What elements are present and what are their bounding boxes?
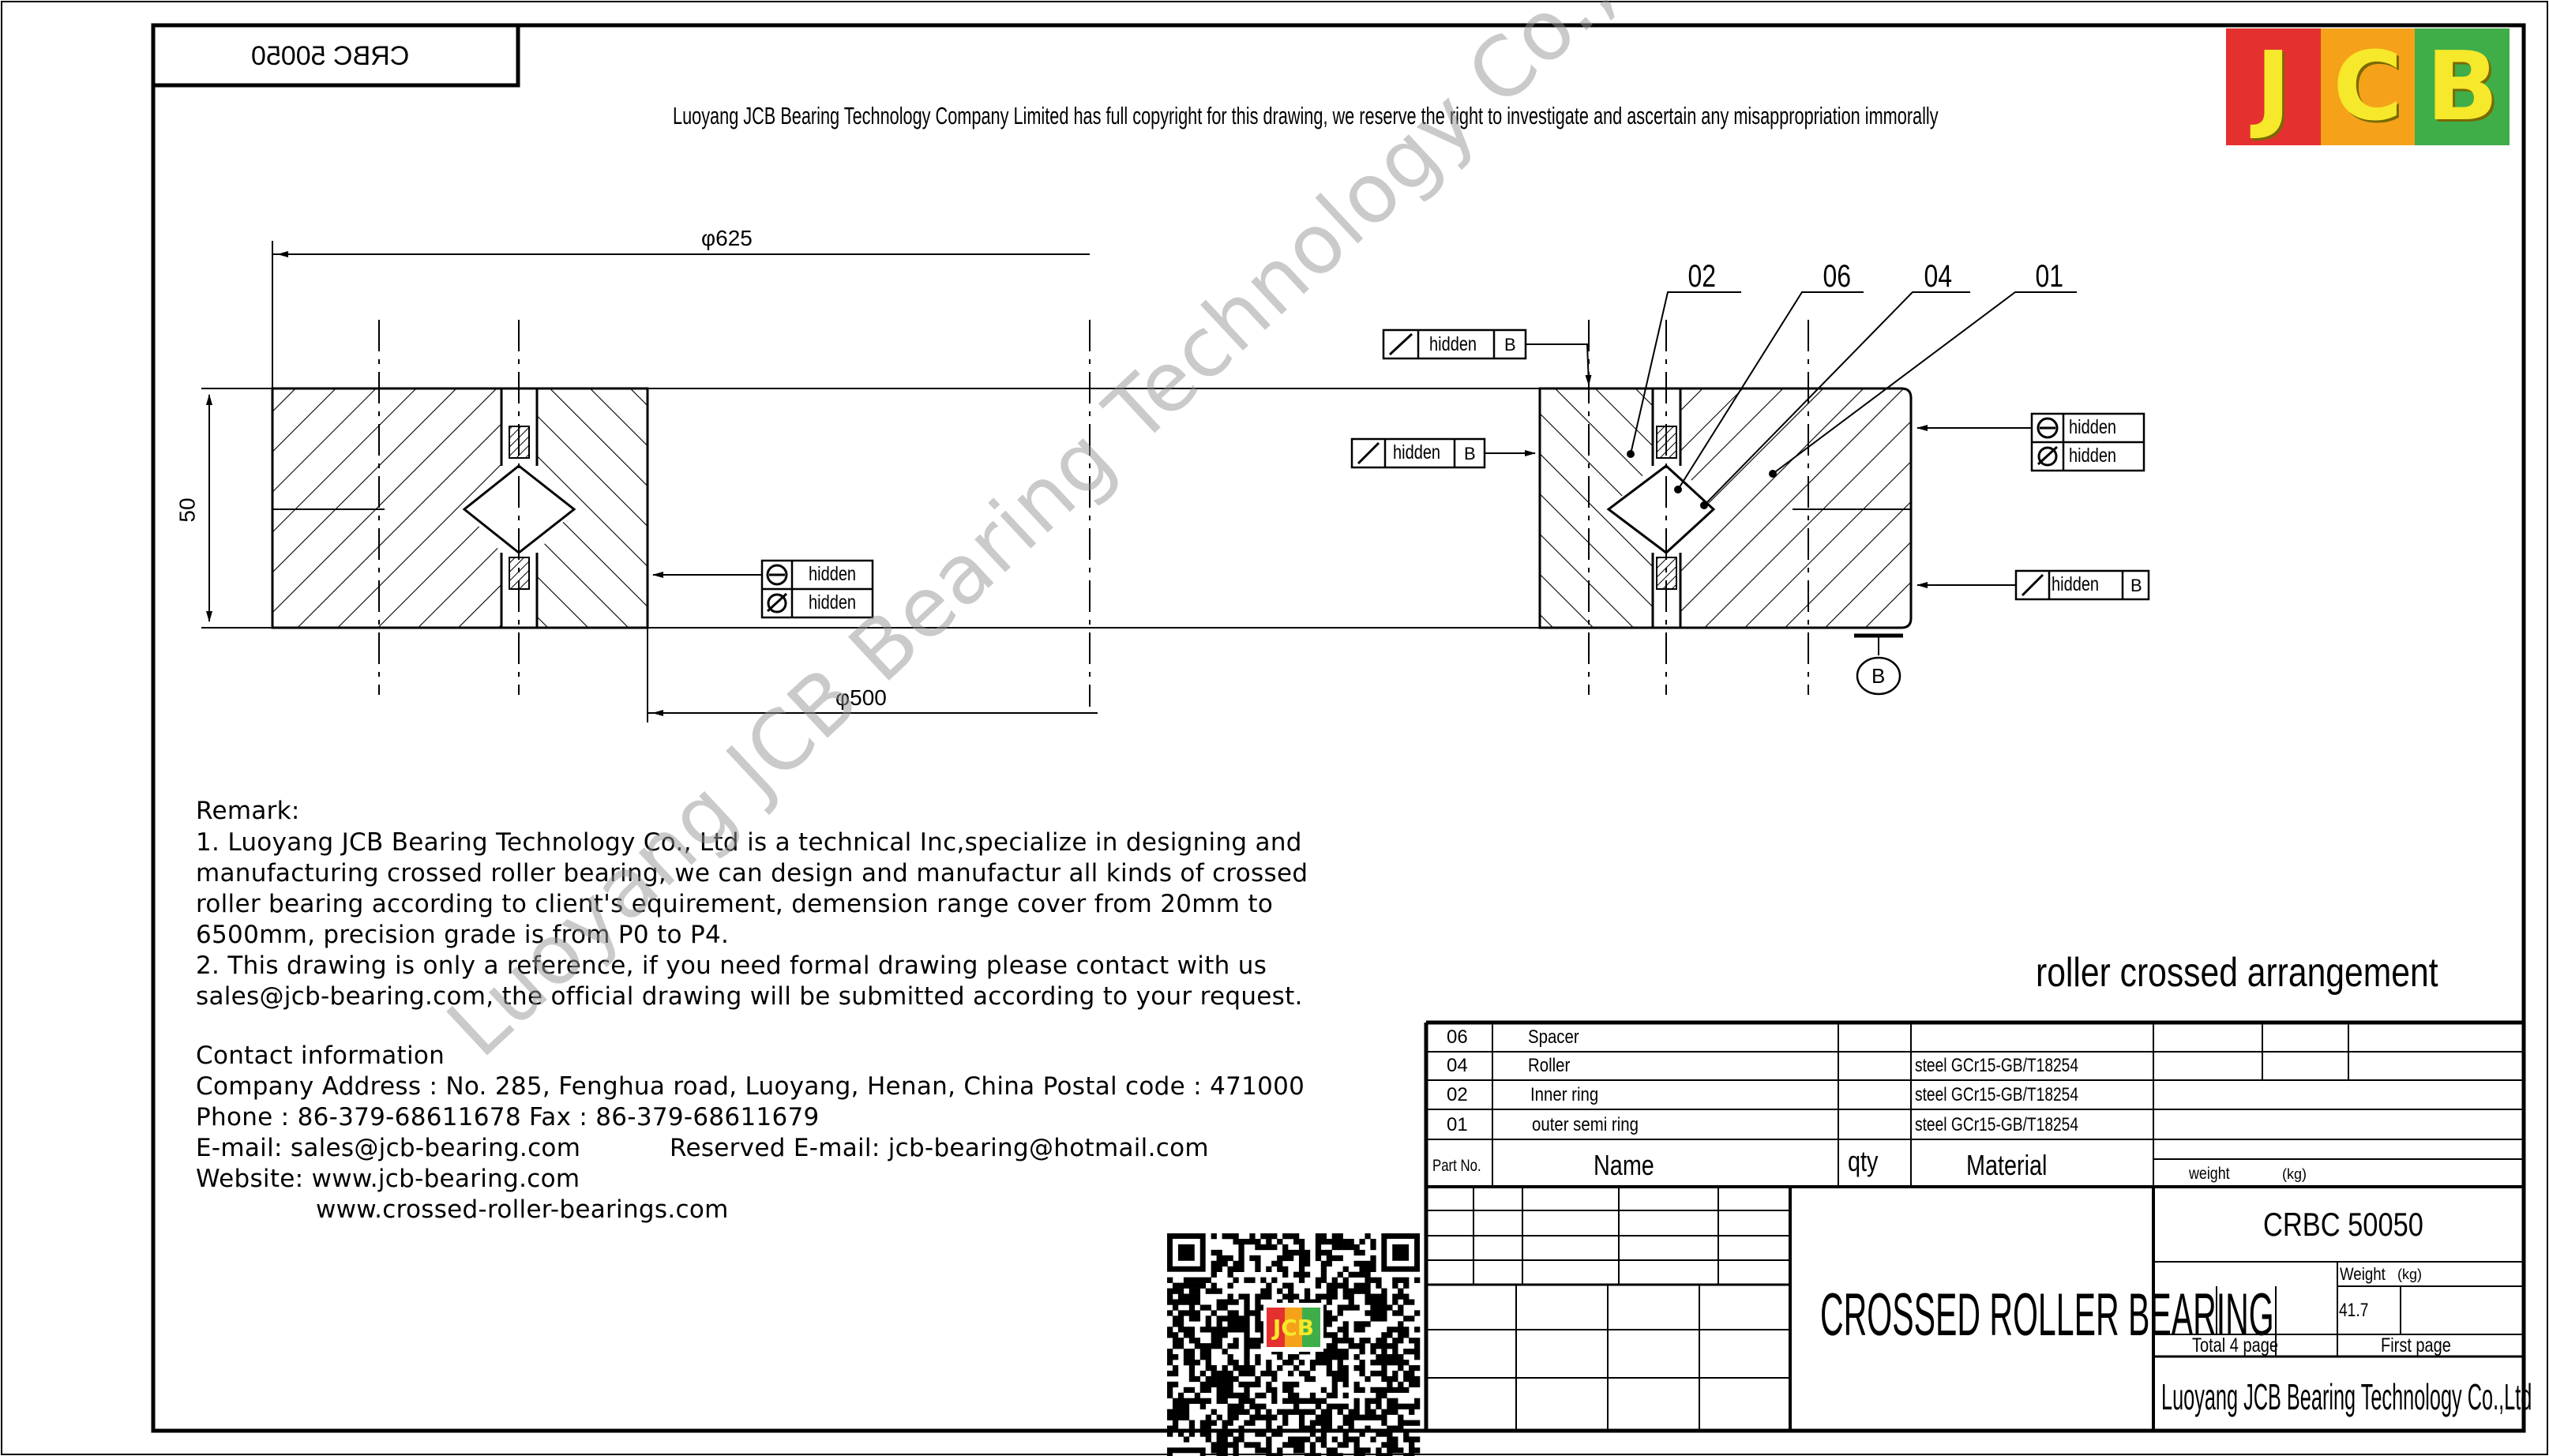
part-row-1-no: 06 <box>1447 1026 1468 1048</box>
part-row-2-no: 04 <box>1447 1055 1468 1076</box>
tol-top-datum: B <box>1504 335 1516 355</box>
total-pages: Total 4 page <box>2192 1334 2278 1357</box>
tol-pair-left-1: hidden <box>809 563 857 585</box>
remark-line-5: 2. This drawing is only a reference, if … <box>196 951 1267 980</box>
remark-line-6: sales@jcb-bearing.com, the official draw… <box>196 982 1303 1011</box>
part-row-3-material: steel GCr15-GB/T18254 <box>1915 1084 2079 1105</box>
tol-top-label: hidden <box>1429 333 1477 355</box>
tol-frame-top <box>1382 328 1592 386</box>
contact-phone: Phone : 86-379-68611678 Fax : 86-379-686… <box>196 1103 820 1131</box>
dim-outer-diameter: φ625 <box>701 226 753 250</box>
part-row-3-no: 02 <box>1447 1084 1468 1105</box>
copyright-notice: Luoyang JCB Bearing Technology Company L… <box>673 102 1939 129</box>
part-row-2-material: steel GCr15-GB/T18254 <box>1915 1055 2079 1076</box>
model-number: CRBC 50050 <box>2263 1206 2423 1243</box>
remark-line-3: roller bearing according to client's equ… <box>196 890 1274 918</box>
callout-01: 01 <box>2035 259 2064 294</box>
header-weight-unit: (kg) <box>2282 1166 2307 1182</box>
part-code-stamp: CRBC 50050 <box>251 41 410 71</box>
part-row-4-material: steel GCr15-GB/T18254 <box>1915 1114 2079 1135</box>
right-section <box>1538 320 1913 695</box>
first-page: First page <box>2381 1334 2451 1357</box>
jcb-logo: J C B <box>2226 28 2510 145</box>
callout-02: 02 <box>1687 259 1717 294</box>
datum-b-label: B <box>1871 664 1886 688</box>
part-row-2-name: Roller <box>1528 1055 1571 1076</box>
contact-website: Website: www.jcb-bearing.com <box>196 1165 580 1193</box>
header-part-no: Part No. <box>1432 1157 1481 1175</box>
part-code-stamp-frame <box>151 23 520 88</box>
tolerance-pair-right <box>1916 412 2145 472</box>
part-row-1-name: Spacer <box>1528 1026 1579 1048</box>
part-row-4-no: 01 <box>1447 1114 1468 1135</box>
callout-04: 04 <box>1924 259 1953 294</box>
part-row-4-name: outer semi ring <box>1532 1114 1639 1135</box>
contact-email: E-mail: sales@jcb-bearing.com <box>196 1134 581 1162</box>
logo-tile-c: C <box>2320 28 2416 145</box>
left-section <box>271 320 1091 707</box>
product-type: CROSSED ROLLER BEARING <box>1820 1282 2274 1349</box>
qr-center-logo: JCB <box>1263 1303 1323 1352</box>
qr-code <box>1167 1233 1421 1456</box>
tol-frame-bottom <box>1916 569 2150 601</box>
remark-heading: Remark: <box>196 797 300 825</box>
arrangement-label: roller crossed arrangement <box>2036 950 2438 996</box>
contact-heading: Contact information <box>196 1041 445 1070</box>
tol-pair-left-2: hidden <box>809 591 857 614</box>
contact-reserved-email: Reserved E-mail: jcb-bearing@hotmail.com <box>670 1134 1209 1162</box>
logo-tile-b: B <box>2415 28 2510 145</box>
weight-value: 41.7 <box>2339 1300 2369 1321</box>
tol-mid-datum: B <box>1464 444 1476 463</box>
weight-label: Weight <box>2340 1264 2386 1284</box>
logo-tile-j: J <box>2226 28 2321 145</box>
callout-06: 06 <box>1823 259 1852 294</box>
weight-unit: (kg) <box>2397 1266 2422 1282</box>
tol-pair-right-2: hidden <box>2069 445 2117 467</box>
tol-bottom-label: hidden <box>2052 573 2100 595</box>
header-material: Material <box>1966 1149 2048 1181</box>
remark-line-1: 1. Luoyang JCB Bearing Technology Co., L… <box>196 828 1302 857</box>
contact-website-2: www.crossed-roller-bearings.com <box>316 1195 729 1224</box>
tol-pair-right-1: hidden <box>2069 416 2117 438</box>
parts-table-grid <box>1424 1020 2524 1431</box>
dim-inner-diameter: φ500 <box>835 685 887 710</box>
header-weight: weight <box>2189 1165 2230 1183</box>
company-name: Luoyang JCB Bearing Technology Co.,Ltd <box>2161 1376 2532 1417</box>
remark-line-2: manufacturing crossed roller bearing, we… <box>196 859 1308 887</box>
datum-b <box>1854 633 1903 696</box>
tolerance-pair-left <box>760 559 874 619</box>
tol-frame-mid <box>1350 437 1536 469</box>
remark-line-4: 6500mm, precision grade is from P0 to P4… <box>196 921 730 949</box>
part-row-3-name: Inner ring <box>1530 1084 1599 1105</box>
dim-height: 50 <box>175 497 200 523</box>
callout-leaders <box>1627 291 2077 509</box>
header-name: Name <box>1594 1149 1654 1181</box>
tol-mid-label: hidden <box>1393 441 1441 463</box>
header-qty: qty <box>1848 1145 1879 1177</box>
contact-address: Company Address : No. 285, Fenghua road,… <box>196 1072 1305 1101</box>
tol-bottom-datum: B <box>2130 576 2142 595</box>
